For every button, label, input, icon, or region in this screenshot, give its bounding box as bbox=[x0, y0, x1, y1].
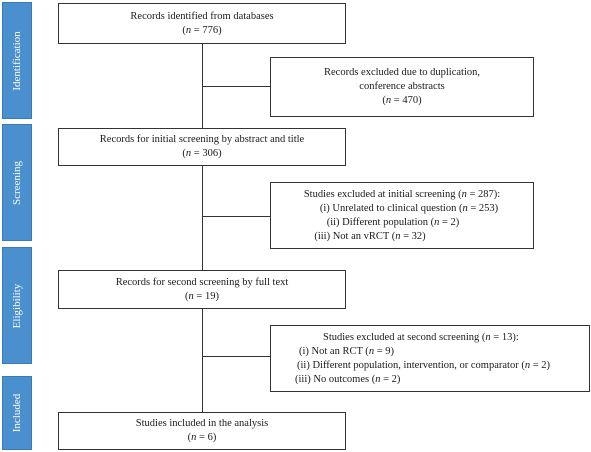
excluded-initial-item-1: (i) Unrelated to clinical question (n = … bbox=[319, 202, 499, 214]
excluded-second-box: Studies excluded at second screening (n … bbox=[270, 325, 590, 392]
stage-included: Included bbox=[2, 376, 32, 450]
branch-line-second bbox=[202, 356, 270, 357]
excluded-initial-box: Studies excluded at initial screening (n… bbox=[270, 182, 534, 249]
stage-screening: Screening bbox=[2, 124, 32, 241]
excluded-second-item-1: (i) Not an RCT (n = 9) bbox=[299, 345, 394, 357]
main-flow-line-3 bbox=[202, 309, 203, 412]
records-identified-count: (n = 776) bbox=[182, 24, 222, 36]
excluded-duplication-count: (n = 470) bbox=[382, 95, 422, 106]
studies-included-label: Studies included in the analysis bbox=[135, 418, 269, 429]
stage-identification: Identification bbox=[2, 2, 32, 119]
initial-screening-count: (n = 306) bbox=[182, 148, 222, 159]
main-flow-line-2 bbox=[202, 166, 203, 270]
second-screening-box: Records for second screening by full tex… bbox=[58, 270, 346, 309]
studies-included-box: Studies included in the analysis (n = 6) bbox=[58, 412, 346, 450]
excluded-duplication-label-2: conference abstracts bbox=[359, 81, 445, 92]
stage-eligibility: Eligibility bbox=[2, 247, 32, 364]
studies-included-count: (n = 6) bbox=[187, 432, 217, 443]
excluded-second-heading: Studies excluded at second screening (n … bbox=[323, 331, 519, 343]
excluded-second-item-2: (ii) Different population, intervention,… bbox=[297, 359, 550, 371]
initial-screening-box: Records for initial screening by abstrac… bbox=[58, 128, 346, 166]
branch-line-dup bbox=[202, 86, 270, 87]
excluded-initial-item-2: (ii) Different population (n = 2) bbox=[326, 216, 460, 228]
excluded-duplication-box: Records excluded due to duplication, con… bbox=[270, 57, 534, 117]
excluded-second-item-3: (iii) No outcomes (n = 2) bbox=[295, 373, 401, 385]
excluded-duplication-label-1: Records excluded due to duplication, bbox=[324, 67, 480, 78]
second-screening-count: (n = 19) bbox=[185, 290, 219, 302]
records-identified-label: Records identified from databases bbox=[130, 10, 274, 22]
initial-screening-label: Records for initial screening by abstrac… bbox=[99, 134, 305, 145]
excluded-initial-item-3: (iii) Not an vRCT (n = 32) bbox=[314, 230, 426, 242]
excluded-initial-heading: Studies excluded at initial screening (n… bbox=[303, 188, 501, 200]
branch-line-initial bbox=[202, 216, 270, 217]
second-screening-label: Records for second screening by full tex… bbox=[115, 276, 289, 288]
records-identified-box: Records identified from databases (n = 7… bbox=[58, 3, 346, 44]
